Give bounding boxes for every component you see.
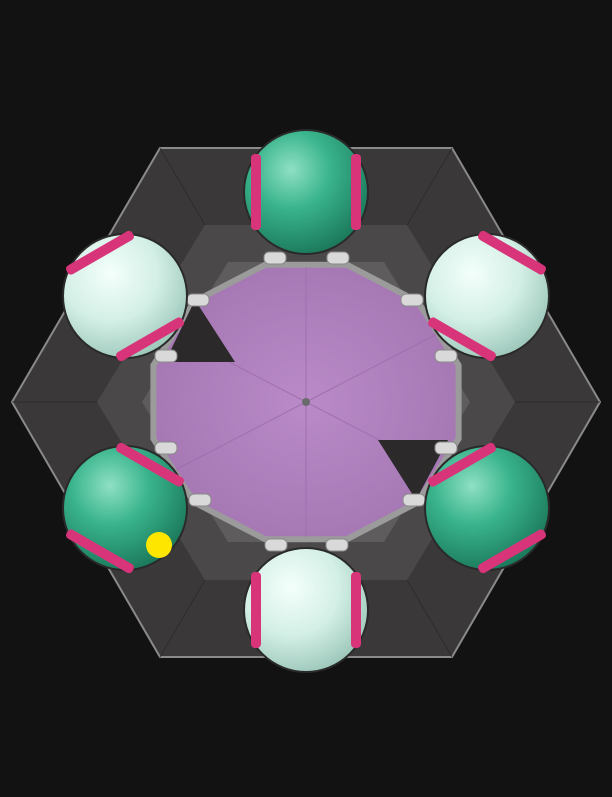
disc-pins bbox=[154, 251, 458, 552]
disc-pin bbox=[154, 349, 178, 363]
hexagon-facets bbox=[12, 147, 600, 658]
disc-pin bbox=[402, 493, 426, 507]
cursor-marker bbox=[146, 532, 172, 558]
disc-pin bbox=[434, 349, 458, 363]
ball-upper-left-light[interactable] bbox=[62, 229, 188, 362]
ball-clamp bbox=[351, 154, 361, 230]
ball-clamp bbox=[66, 529, 134, 574]
disc-pin bbox=[400, 293, 424, 307]
ball-clamp bbox=[116, 442, 184, 487]
disc-pin bbox=[263, 251, 287, 265]
disc-notch-upper-left bbox=[165, 300, 235, 362]
disc-pin bbox=[326, 251, 350, 265]
ball-clamp bbox=[251, 572, 261, 648]
ball-clamp bbox=[428, 442, 496, 487]
ball-clamp bbox=[478, 529, 546, 574]
ball-bottom-light[interactable] bbox=[243, 547, 369, 673]
disc-pin bbox=[325, 538, 349, 552]
disc-pin bbox=[434, 441, 458, 455]
disc-center-pivot bbox=[302, 398, 310, 406]
ball-lower-right-dark[interactable] bbox=[424, 441, 550, 574]
ball-clamp bbox=[251, 154, 261, 230]
ball-clamp bbox=[66, 230, 134, 275]
ball-clamp bbox=[478, 230, 546, 275]
disc-spoke bbox=[305, 334, 437, 403]
ball-clamp bbox=[351, 572, 361, 648]
ball-clamp bbox=[116, 317, 184, 362]
disc-pin bbox=[186, 293, 210, 307]
ball-upper-right-light[interactable] bbox=[424, 229, 550, 362]
disc-spoke bbox=[175, 401, 307, 470]
disc-pin bbox=[188, 493, 212, 507]
disc-pin bbox=[264, 538, 288, 552]
disc-notch-lower-right bbox=[378, 440, 448, 500]
ball-top-dark[interactable] bbox=[243, 129, 369, 255]
disc-pin bbox=[154, 441, 178, 455]
ball-clamp bbox=[428, 317, 496, 362]
